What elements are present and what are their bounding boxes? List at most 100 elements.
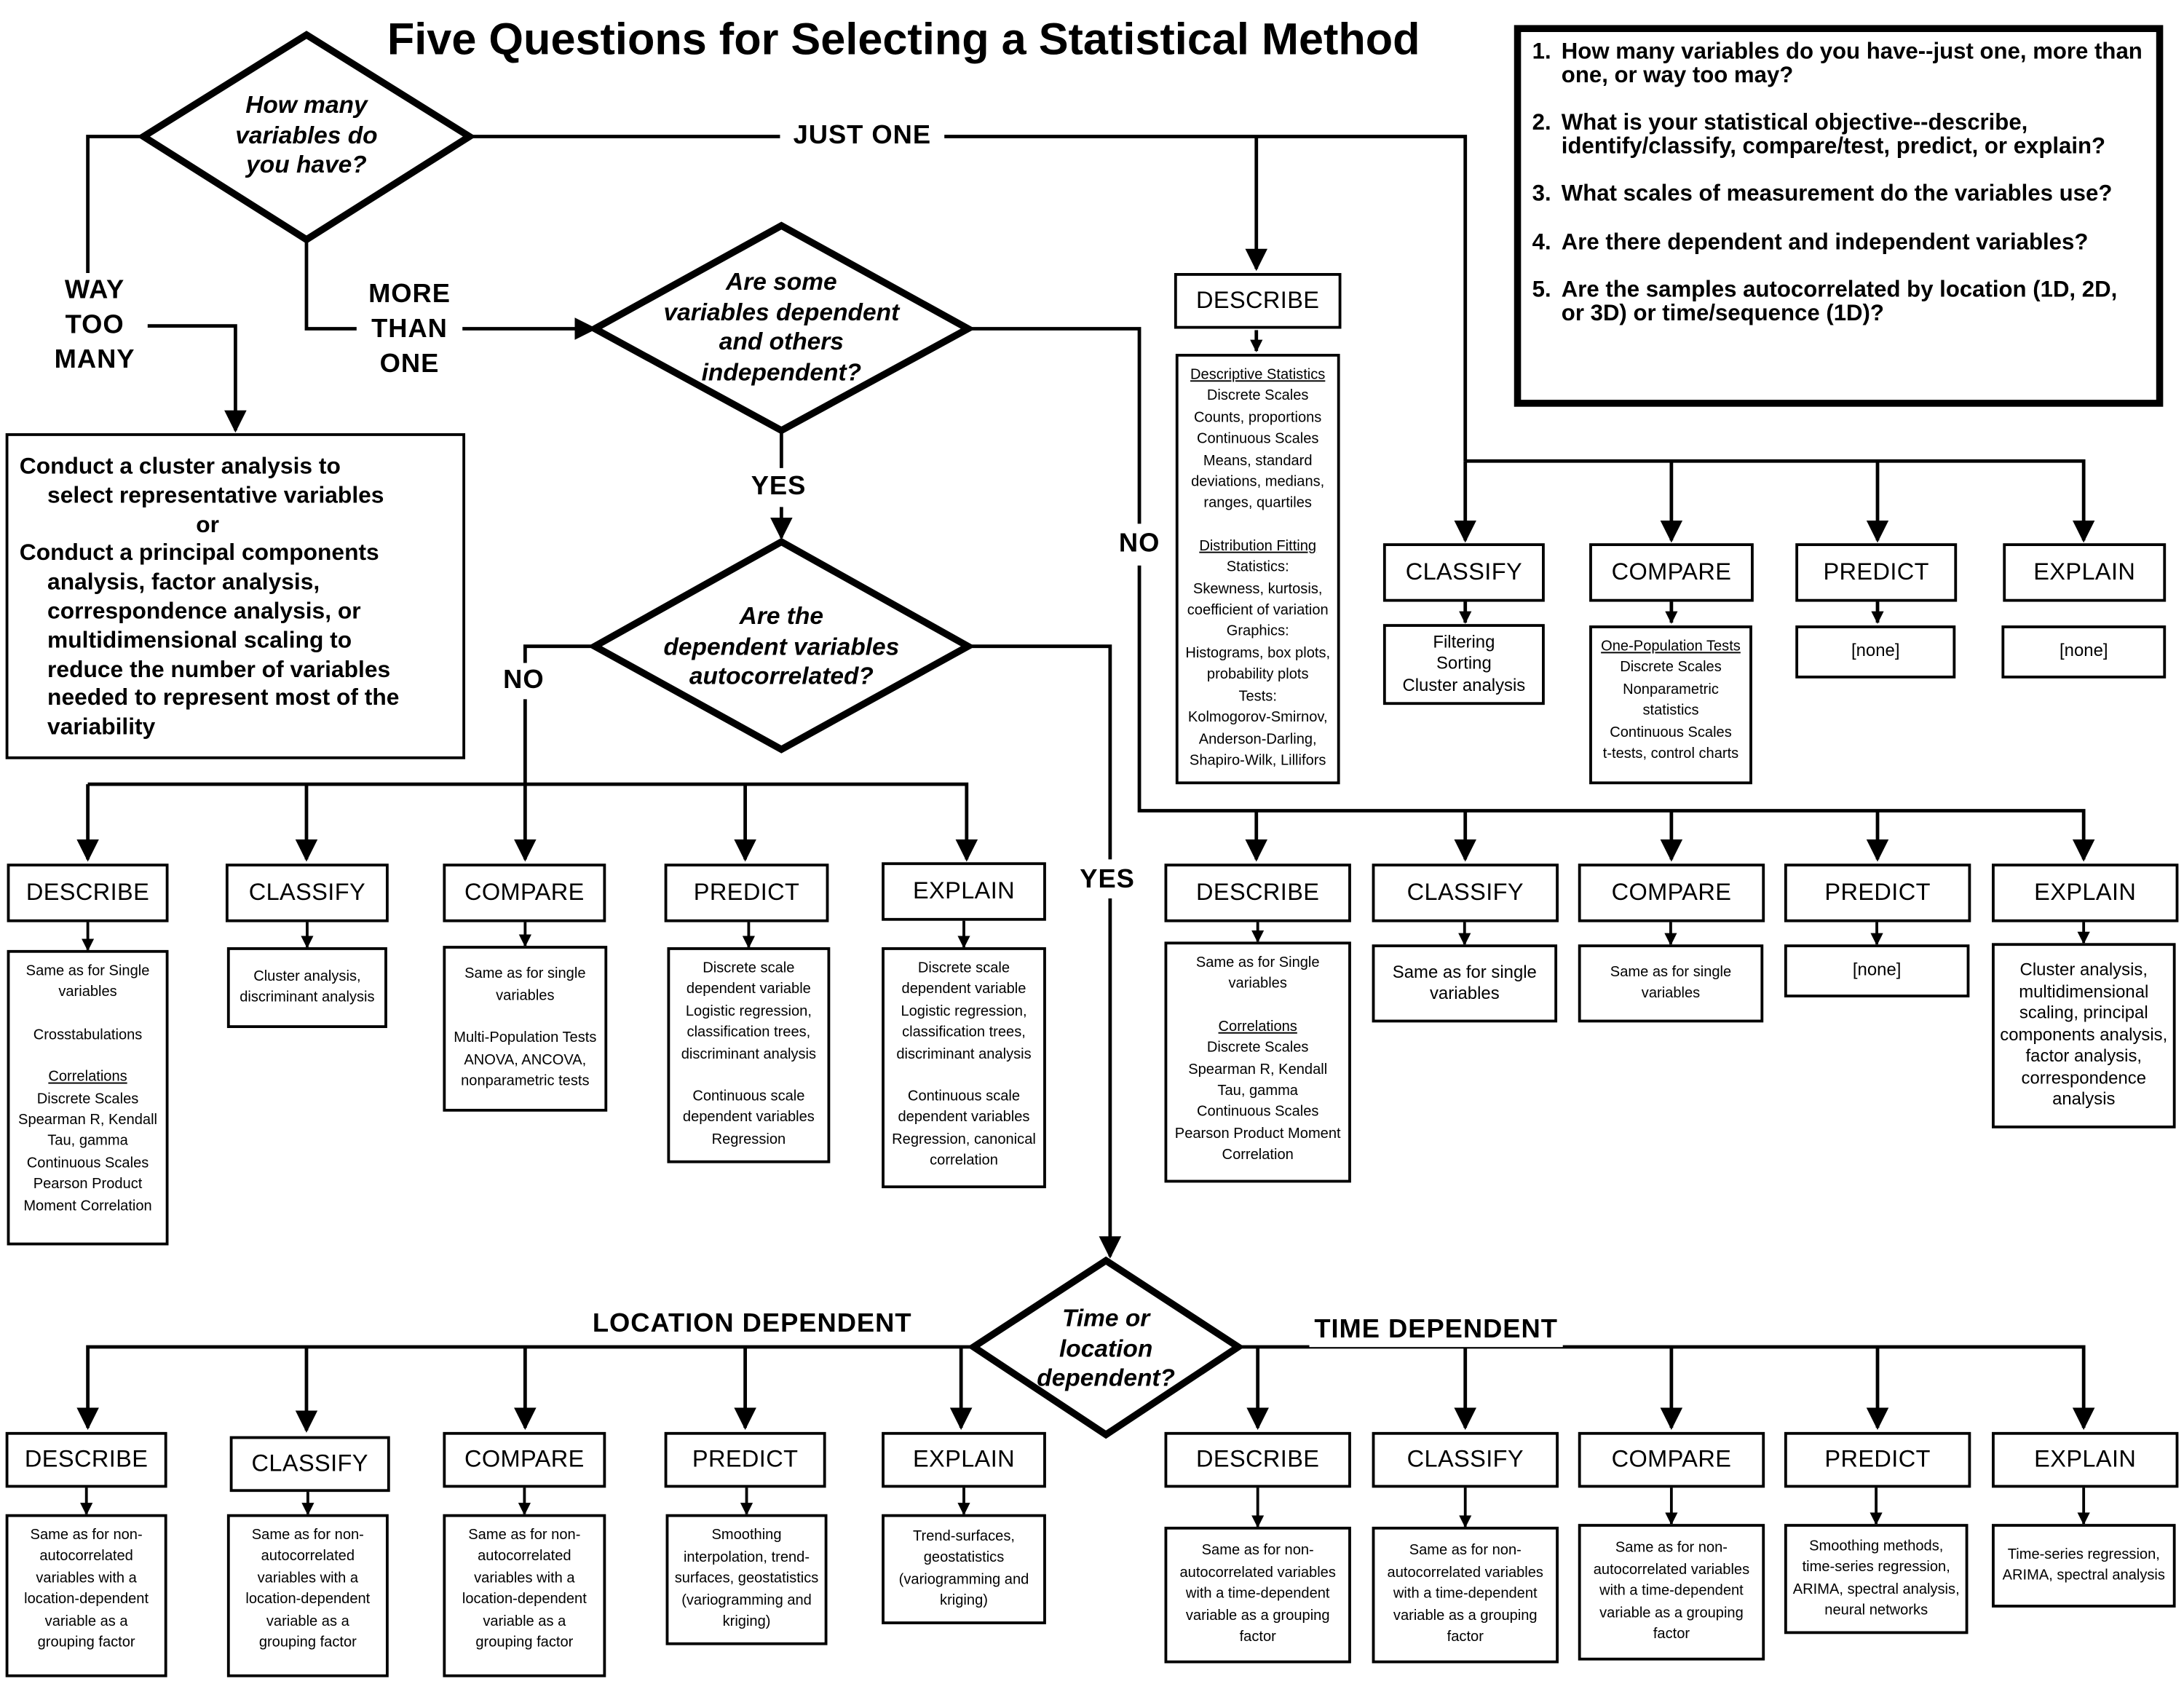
method-line: coefficient of variation xyxy=(1187,601,1329,619)
method-line: variables xyxy=(1228,976,1287,993)
method-line: variable as a grouping xyxy=(1393,1607,1538,1624)
method-line: multidimensional xyxy=(2019,981,2149,1002)
location-dependent-explain-methods: Trend-surfaces,geostatistics(variogrammi… xyxy=(882,1514,1046,1624)
method-line: analysis xyxy=(2052,1089,2116,1110)
method-line: Correlations xyxy=(1218,1018,1297,1035)
method-line: ANOVA, ANCOVA, xyxy=(464,1051,587,1068)
method-line: variable as a grouping xyxy=(1599,1604,1744,1621)
method-line: Logistic regression, xyxy=(685,1003,812,1020)
method-line: Crosstabulations xyxy=(33,1026,143,1043)
method-line: ARIMA, spectral analysis xyxy=(2002,1567,2165,1584)
branch-just-one: JUST ONE xyxy=(783,118,942,154)
time-dependent-classify-header: CLASSIFY xyxy=(1372,1431,1559,1488)
method-line: [none] xyxy=(1852,960,1902,980)
method-line: Histograms, box plots, xyxy=(1185,644,1331,662)
method-line: Regression xyxy=(711,1131,786,1148)
branch-yes-dependent: YES xyxy=(743,469,814,505)
decision-autocorrelated-text: Are the dependent variables autocorrelat… xyxy=(663,601,900,690)
method-line: Discrete Scales xyxy=(1620,659,1722,676)
method-line: [none] xyxy=(2060,641,2108,661)
method-line: components analysis, xyxy=(2000,1024,2168,1045)
method-line: Trend-surfaces, xyxy=(913,1527,1015,1545)
dependent-not-autocorrelated-compare-header: COMPARE xyxy=(443,863,606,922)
method-line: classification trees, xyxy=(687,1024,811,1041)
decision-dependent-text: Are some variables dependent and others … xyxy=(663,267,900,386)
question-item: 3.What scales of measurement do the vari… xyxy=(1532,181,2113,207)
method-line: interpolation, trend- xyxy=(683,1549,810,1566)
time-dependent-explain-methods: Time-series regression, ARIMA, spectral a… xyxy=(1992,1524,2176,1608)
time-dependent-describe-methods: Same as for non-autocorrelated variables… xyxy=(1164,1526,1351,1664)
time-dependent-explain-header: EXPLAIN xyxy=(1992,1431,2179,1488)
method-line: Discrete Scales xyxy=(1206,1039,1309,1056)
method-line: Regression, canonical xyxy=(892,1131,1036,1148)
dependent-not-autocorrelated-explain-header: EXPLAIN xyxy=(882,862,1046,921)
method-line: Descriptive Statistics xyxy=(1190,366,1326,384)
not-dependent-compare-header: COMPARE xyxy=(1578,863,1765,922)
method-line: Time-series regression, xyxy=(2007,1545,2160,1562)
method-line: dependent variable xyxy=(686,981,811,998)
method-line: discriminant analysis xyxy=(681,1045,817,1063)
method-line: Statistics: xyxy=(1226,558,1289,576)
method-line: discriminant analysis xyxy=(896,1045,1032,1063)
branch-no-dependent: NO xyxy=(1114,526,1165,562)
method-line: scaling, principal xyxy=(2019,1003,2148,1023)
branch-location-dependent: LOCATION DEPENDENT xyxy=(585,1306,919,1342)
method-line: Shapiro-Wilk, Lillifors xyxy=(1189,752,1326,769)
method-line: variables with a xyxy=(474,1569,575,1586)
single-describe-header: DESCRIBE xyxy=(1174,273,1342,329)
not-dependent-predict-header: PREDICT xyxy=(1784,863,1971,922)
method-line: classification trees, xyxy=(902,1024,1026,1041)
method-line: Spearman R, Kendall xyxy=(1188,1061,1328,1078)
method-line: Multi-Population Tests xyxy=(454,1029,597,1047)
method-line: deviations, medians, xyxy=(1191,473,1325,491)
not-dependent-predict-methods: [none] xyxy=(1784,944,1970,997)
method-line: correlation xyxy=(930,1152,998,1169)
method-line: Graphics: xyxy=(1226,623,1289,641)
method-line: kriging) xyxy=(940,1592,988,1609)
method-line: Same as for Single xyxy=(25,962,150,980)
method-line: Counts, proportions xyxy=(1194,409,1322,427)
method-line: Cluster analysis, xyxy=(253,967,361,984)
method-line: with a time-dependent xyxy=(1185,1585,1330,1602)
method-line: variables xyxy=(1429,983,1500,1003)
method-line: autocorrelated xyxy=(39,1548,133,1565)
method-line: Kolmogorov-Smirnov, xyxy=(1187,709,1328,727)
method-line: geostatistics xyxy=(923,1549,1005,1566)
method-line: correspondence xyxy=(2021,1068,2147,1088)
method-line: Tau, gamma xyxy=(1217,1082,1298,1099)
method-line: autocorrelated xyxy=(261,1548,355,1565)
method-line: Filtering xyxy=(1433,632,1495,652)
method-line: Logistic regression, xyxy=(901,1003,1027,1020)
question-item: 5.Are the samples autocorrelated by loca… xyxy=(1532,277,2118,325)
branch-more-than-one: MORE THAN ONE xyxy=(356,277,463,382)
method-line: Continuous scale xyxy=(907,1088,1021,1105)
method-line: t-tests, control charts xyxy=(1602,745,1739,762)
method-line: grouping factor xyxy=(37,1634,135,1651)
method-line: variables xyxy=(1641,984,1701,1002)
question-item: 2.What is your statistical objective--de… xyxy=(1532,110,2106,159)
method-line: variable as a xyxy=(483,1612,566,1629)
method-line: Spearman R, Kendall xyxy=(18,1111,158,1128)
dependent-not-autocorrelated-predict-header: PREDICT xyxy=(664,863,829,922)
method-line: variables with a xyxy=(257,1569,359,1586)
decision-autocorrelated-shape xyxy=(587,537,976,754)
not-dependent-explain-header: EXPLAIN xyxy=(1992,863,2179,922)
single-explain-methods: [none] xyxy=(2001,625,2167,679)
location-dependent-classify-header: CLASSIFY xyxy=(229,1436,390,1493)
location-dependent-describe-header: DESCRIBE xyxy=(5,1431,167,1488)
method-line: Continuous Scales xyxy=(1196,430,1319,448)
method-line: location-dependent xyxy=(462,1591,587,1608)
method-line: Same as for non- xyxy=(1615,1540,1728,1557)
not-dependent-describe-header: DESCRIBE xyxy=(1164,863,1351,922)
method-line: Same as for non- xyxy=(468,1526,581,1543)
time-dependent-classify-methods: Same as for non-autocorrelated variables… xyxy=(1372,1526,1559,1664)
dependent-not-autocorrelated-describe-header: DESCRIBE xyxy=(7,863,169,922)
method-line: time-series regression, xyxy=(1802,1559,1950,1576)
method-line: ranges, quartiles xyxy=(1203,495,1312,513)
